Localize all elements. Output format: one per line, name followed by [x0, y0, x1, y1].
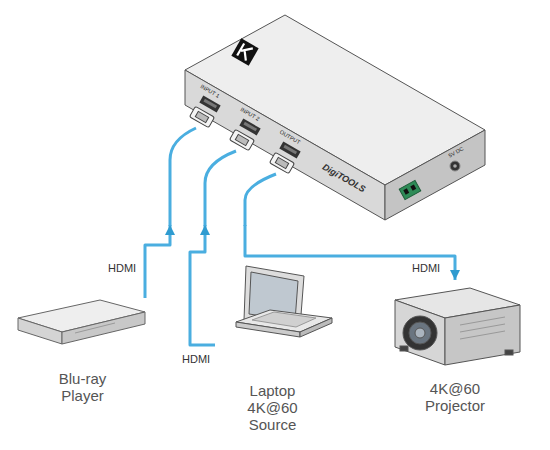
cable-stubs: [205, 151, 236, 226]
device-caption: Blu-ray Player: [38, 370, 128, 404]
cable-stubs: [170, 128, 276, 226]
power-connectors: [410, 184, 416, 190]
cable-line: [245, 225, 455, 280]
cable-stubs: [170, 128, 196, 226]
power-connectors: [399, 161, 460, 200]
hdmi-cable: [145, 225, 175, 298]
hdmi-ports: [199, 96, 300, 159]
port-label: OUTPUT: [279, 129, 302, 145]
switcher-box: [185, 15, 485, 220]
hdmi-ports: [243, 122, 257, 132]
projector-node: 4K@60 Projector: [385, 280, 525, 414]
switcher-box: [237, 43, 253, 60]
hdmi-plugs: [229, 129, 254, 150]
hdmi-ports: [203, 99, 217, 109]
switcher-box: [231, 38, 258, 65]
power-connectors: [453, 164, 457, 168]
projector: [409, 322, 431, 344]
hdmi-plugs: [229, 129, 254, 150]
hdmi-plugs: [189, 106, 214, 127]
power-connectors: [399, 180, 421, 199]
projector: [400, 346, 408, 351]
arrow-head: [200, 225, 210, 235]
bluray-node: Blu-ray Player: [15, 298, 150, 404]
switcher-box: [185, 70, 385, 220]
switcher-node: DigiTOOLS: [150, 10, 495, 225]
power-connectors: [403, 188, 409, 194]
projector: [415, 328, 425, 338]
projector: [445, 305, 520, 365]
laptop: [236, 266, 332, 337]
hdmi-plugs: [275, 157, 288, 168]
hdmi-cable: [190, 225, 215, 345]
arrow-head: [450, 270, 460, 280]
projector: [395, 288, 520, 365]
hdmi-plugs: [235, 134, 248, 145]
bluray-player: [18, 318, 62, 344]
port-label: INPUT 1: [199, 83, 220, 99]
arrow-head: [165, 225, 175, 235]
hdmi-plugs: [269, 152, 294, 173]
cable-label: HDMI: [180, 353, 212, 366]
bluray-player: [75, 323, 115, 333]
switcher-box: [385, 130, 485, 220]
projector: [395, 300, 445, 365]
laptop: [252, 312, 316, 327]
cable-label: HDMI: [106, 262, 138, 275]
hdmi-ports: [283, 145, 297, 155]
bluray-player: [18, 300, 145, 344]
brand-name: DigiTOOLS: [321, 162, 367, 195]
projector: [505, 350, 513, 355]
power-connectors: [450, 161, 460, 171]
cable-stubs: [245, 174, 276, 226]
hdmi-cable: [245, 225, 460, 280]
hdmi-plugs: [189, 106, 294, 173]
hdmi-plugs: [269, 152, 294, 173]
hdmi-plugs: [195, 111, 208, 122]
cable-line: [145, 225, 170, 298]
laptop-node: Laptop 4K@60 Source: [215, 262, 330, 433]
port-label: INPUT 2: [239, 106, 260, 122]
projector: [460, 331, 505, 339]
port-label: 5V DC: [447, 145, 464, 158]
switcher-box: [231, 38, 258, 65]
projector: [403, 316, 437, 350]
power-connectors: [399, 180, 421, 199]
device-caption: 4K@60 Projector: [408, 380, 503, 414]
projector: [460, 324, 505, 332]
projector: [460, 317, 505, 325]
device-caption: Laptop 4K@60 Source: [233, 382, 313, 433]
cable-label: HDMI: [410, 262, 442, 275]
bluray-player: [62, 312, 145, 344]
cable-line: [190, 225, 215, 345]
hdmi-plugs: [189, 106, 214, 127]
